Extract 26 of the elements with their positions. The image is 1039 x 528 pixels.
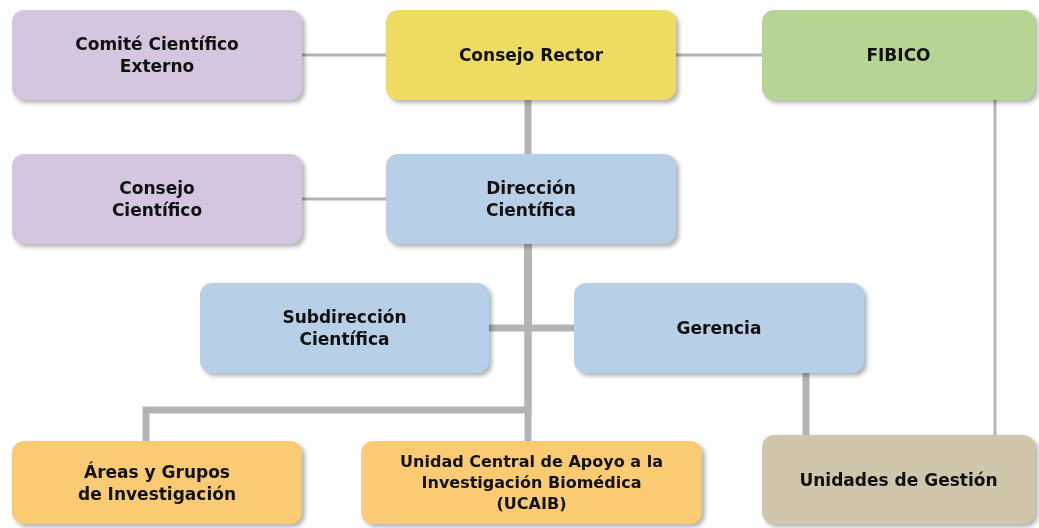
org-box — [574, 283, 864, 373]
connector-line — [302, 197, 386, 201]
org-box — [762, 435, 1035, 524]
unit-name: Unidad Central de Apoyo a la Investigación Biomédica (UCAIB) — [399, 451, 664, 514]
org-box — [12, 10, 302, 100]
unit-name: Gerencia — [676, 317, 762, 339]
connector-line — [524, 100, 532, 154]
org-box — [386, 10, 676, 100]
org-box — [386, 154, 676, 244]
unit-name: Comité Científico Externo — [74, 33, 240, 77]
unit-name: Subdirección Científica — [281, 306, 408, 350]
unit-name: Consejo Científico — [110, 177, 204, 221]
unit-name: Áreas y Grupos de Investigación — [76, 460, 238, 505]
org-box — [762, 10, 1035, 100]
connector-line — [993, 100, 997, 435]
org-box — [12, 441, 302, 524]
org-box — [12, 154, 302, 244]
connector-line — [302, 53, 386, 57]
connector-line — [802, 373, 810, 435]
connector-line — [676, 53, 762, 57]
org-box — [200, 283, 489, 373]
unit-name: Consejo Rector — [458, 44, 604, 66]
unit-name: Dirección Científica — [484, 177, 577, 221]
unit-name: Unidades de Gestión — [799, 468, 998, 491]
org-box — [361, 441, 702, 524]
unit-name: FIBICO — [866, 44, 931, 66]
